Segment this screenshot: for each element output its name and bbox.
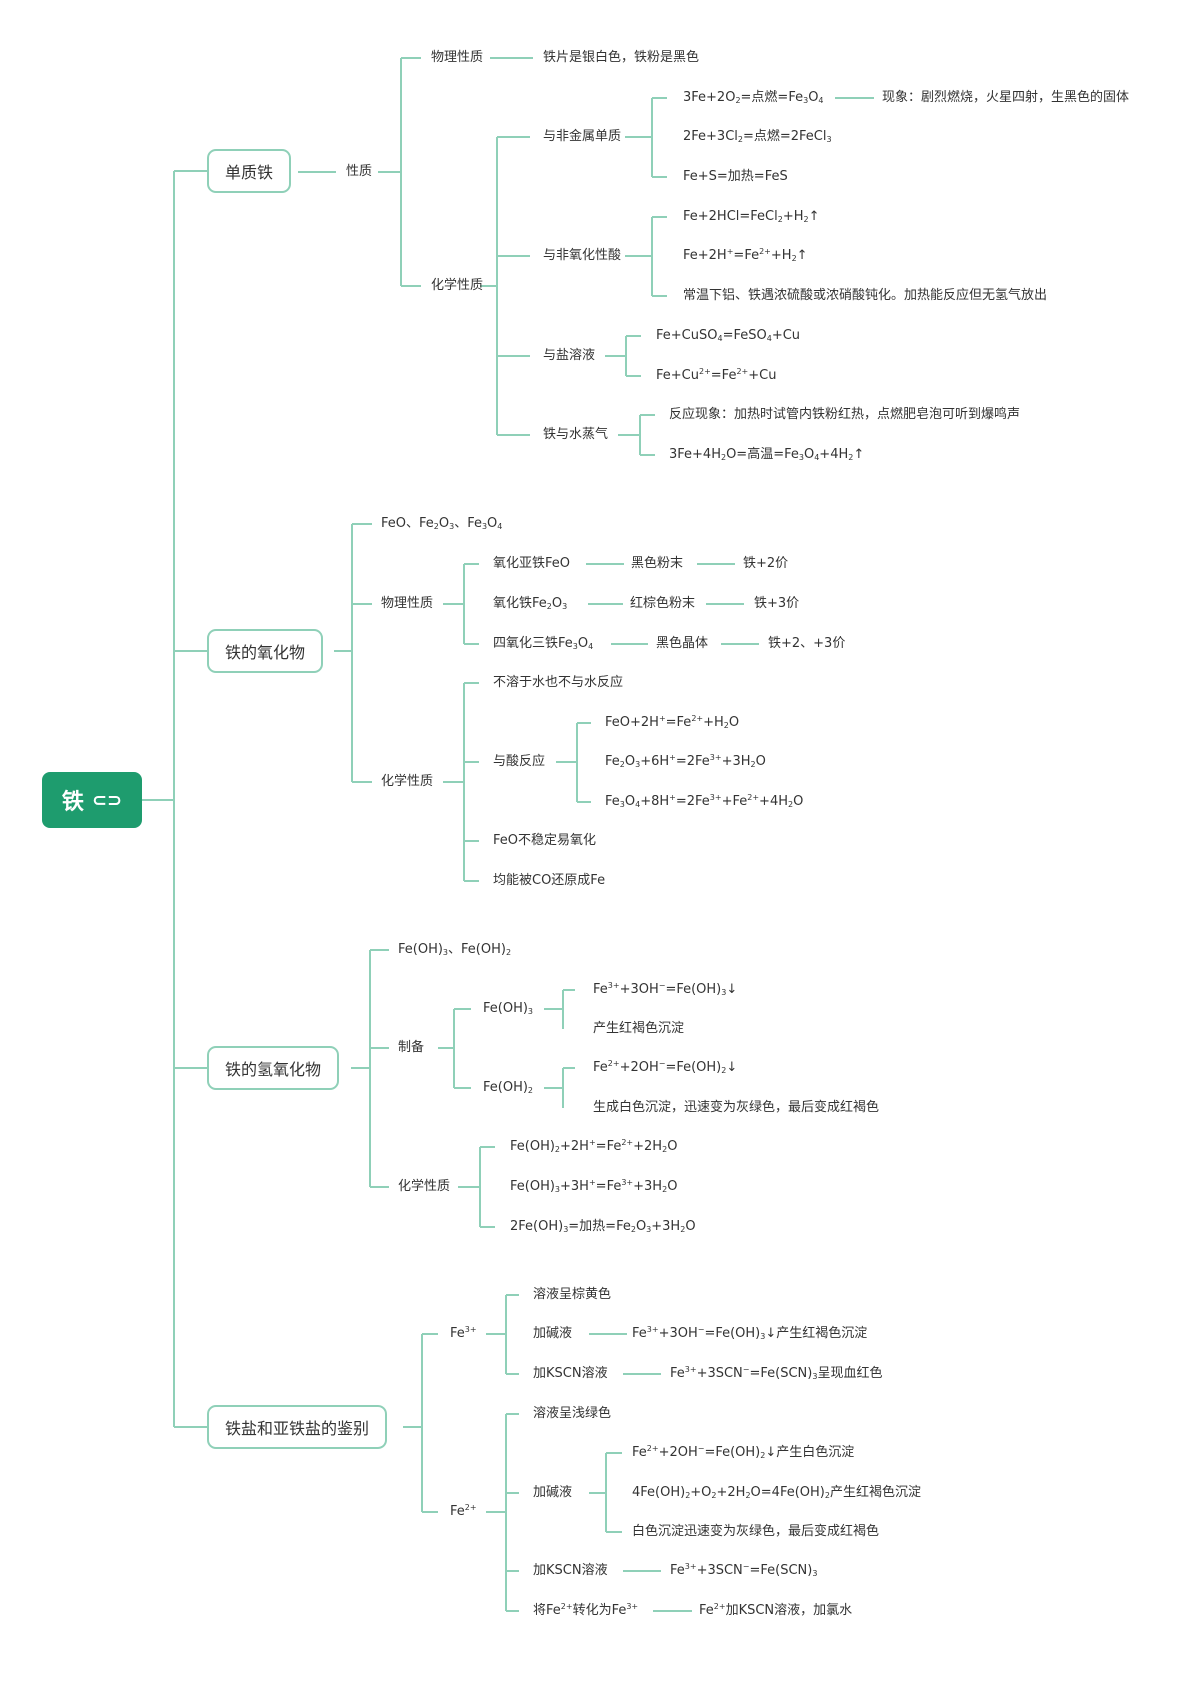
node-hydroxide-list[interactable]: Fe(OH)3、Fe(OH)2 [398, 942, 512, 957]
node-fe2-alkali-result-1[interactable]: Fe2++2OH−=Fe(OH)2↓产生白色沉淀 [632, 1444, 855, 1461]
node-fe-hcl-equation[interactable]: Fe+2HCl=FeCl2+H2↑ [683, 209, 820, 224]
branch-salt-identification[interactable]: 铁盐和亚铁盐的鉴别 [207, 1405, 388, 1449]
node-fe2o3-color[interactable]: 红棕色粉末 [630, 596, 696, 611]
node-oxide-insoluble[interactable]: 不溶于水也不与水反应 [493, 675, 624, 690]
node-fe2-convert-method[interactable]: Fe2+加KSCN溶液，加氯水 [699, 1602, 853, 1619]
node-fe2-alkali-result-2[interactable]: 4Fe(OH)2+O2+2H2O=4Fe(OH)2产生红褐色沉淀 [632, 1485, 921, 1500]
node-feoh3-decompose-equation[interactable]: 2Fe(OH)3=加热=Fe2O3+3H2O [510, 1219, 696, 1234]
node-fe-h-ion-equation[interactable]: Fe+2H+=Fe2++H2↑ [683, 247, 808, 264]
node-fe2-add-alkali[interactable]: 加碱液 [533, 1485, 573, 1500]
node-fe3o4-color[interactable]: 黑色晶体 [656, 636, 709, 651]
node-feoh3-equation[interactable]: Fe3++3OH−=Fe(OH)3↓ [593, 981, 738, 998]
node-feoh2-precipitate[interactable]: 生成白色沉淀，迅速变为灰绿色，最后变成红褐色 [593, 1100, 880, 1115]
node-fe-cl2-equation[interactable]: 2Fe+3Cl2=点燃=2FeCl3 [683, 129, 832, 144]
node-with-salt-solution[interactable]: 与盐溶液 [543, 348, 596, 363]
link-icon[interactable]: ⊂⊃ [91, 789, 123, 811]
node-feoh3[interactable]: Fe(OH)3 [483, 1001, 534, 1016]
node-hydroxide-chemical[interactable]: 化学性质 [398, 1179, 451, 1194]
node-feoh2-equation[interactable]: Fe2++2OH−=Fe(OH)2↓ [593, 1059, 738, 1076]
root-node[interactable]: 铁 ⊂⊃ [42, 772, 142, 828]
node-fe2-kscn-result[interactable]: Fe3++3SCN−=Fe(SCN)3 [670, 1562, 818, 1579]
node-fe2-add-kscn[interactable]: 加KSCN溶液 [533, 1563, 608, 1578]
node-co-reduction[interactable]: 均能被CO还原成Fe [493, 873, 606, 888]
node-feoh2-acid-equation[interactable]: Fe(OH)2+2H+=Fe2++2H2O [510, 1138, 678, 1155]
node-feo-valence[interactable]: 铁+2价 [743, 556, 789, 571]
node-fe2-convert-to-fe3[interactable]: 将Fe2+转化为Fe3+ [533, 1602, 639, 1619]
node-feoh3-precipitate[interactable]: 产生红褐色沉淀 [593, 1021, 685, 1036]
node-preparation[interactable]: 制备 [398, 1040, 425, 1055]
node-fe2-ion[interactable]: Fe2+ [450, 1503, 477, 1520]
node-feoh3-acid-equation[interactable]: Fe(OH)3+3H+=Fe3++3H2O [510, 1178, 678, 1195]
node-steam-equation[interactable]: 3Fe+4H2O=高温=Fe3O4+4H2↑ [669, 447, 865, 462]
node-oxide-with-acid[interactable]: 与酸反应 [493, 754, 546, 769]
node-with-steam[interactable]: 铁与水蒸气 [543, 427, 609, 442]
node-passivation-note[interactable]: 常温下铝、铁遇浓硫酸或浓硝酸钝化。加热能反应但无氢气放出 [683, 288, 1048, 303]
root-label: 铁 [61, 790, 84, 815]
node-steam-phenomenon[interactable]: 反应现象：加热时试管内铁粉红热，点燃肥皂泡可听到爆鸣声 [669, 407, 1021, 422]
branch-iron-oxides[interactable]: 铁的氧化物 [207, 629, 324, 673]
node-feo-name[interactable]: 氧化亚铁FeO [493, 556, 570, 571]
node-fe3-solution-color[interactable]: 溶液呈棕黄色 [533, 1287, 612, 1302]
node-fe3-add-alkali[interactable]: 加碱液 [533, 1326, 573, 1341]
node-fe3o4-acid-equation[interactable]: Fe3O4+8H+=2Fe3++Fe2++4H2O [605, 793, 804, 810]
branch-iron-hydroxides[interactable]: 铁的氢氧化物 [207, 1046, 340, 1090]
node-fe3-kscn-result[interactable]: Fe3++3SCN−=Fe(SCN)3呈现血红色 [670, 1365, 883, 1382]
node-fe3-ion[interactable]: Fe3+ [450, 1325, 477, 1342]
node-feoh2[interactable]: Fe(OH)2 [483, 1080, 534, 1095]
node-fe2-solution-color[interactable]: 溶液呈浅绿色 [533, 1406, 612, 1421]
node-fe2o3-acid-equation[interactable]: Fe2O3+6H+=2Fe3++3H2O [605, 753, 766, 770]
node-fe3o4-valence[interactable]: 铁+2、+3价 [768, 636, 846, 651]
node-physical-properties[interactable]: 物理性质 [431, 50, 484, 65]
node-fe2o3-name[interactable]: 氧化铁Fe2O3 [493, 596, 568, 611]
node-properties[interactable]: 性质 [346, 164, 373, 179]
node-fe3-add-kscn[interactable]: 加KSCN溶液 [533, 1366, 608, 1381]
node-chemical-properties[interactable]: 化学性质 [431, 278, 484, 293]
node-fe-o2-equation[interactable]: 3Fe+2O2=点燃=Fe3O4 [683, 90, 824, 105]
node-fe-cu-ion-equation[interactable]: Fe+Cu2+=Fe2++Cu [656, 367, 777, 384]
node-fe3o4-name[interactable]: 四氧化三铁Fe3O4 [493, 636, 594, 651]
node-combustion-phenomenon[interactable]: 现象：剧烈燃烧，火星四射，生黑色的固体 [882, 90, 1130, 105]
node-physical-desc[interactable]: 铁片是银白色，铁粉是黑色 [543, 50, 700, 65]
node-fe2-alkali-result-3[interactable]: 白色沉淀迅速变为灰绿色，最后变成红褐色 [632, 1524, 880, 1539]
node-fe-cuso4-equation[interactable]: Fe+CuSO4=FeSO4+Cu [656, 328, 801, 343]
node-oxide-physical[interactable]: 物理性质 [381, 596, 434, 611]
node-feo-unstable[interactable]: FeO不稳定易氧化 [493, 833, 596, 848]
node-oxide-list[interactable]: FeO、Fe2O3、Fe3O4 [381, 516, 503, 531]
node-oxide-chemical[interactable]: 化学性质 [381, 774, 434, 789]
node-feo-color[interactable]: 黑色粉末 [631, 556, 684, 571]
node-with-nonoxidizing-acid[interactable]: 与非氧化性酸 [543, 248, 622, 263]
node-fe3-alkali-result[interactable]: Fe3++3OH−=Fe(OH)3↓产生红褐色沉淀 [632, 1325, 868, 1342]
node-fe2o3-valence[interactable]: 铁+3价 [754, 596, 800, 611]
node-feo-acid-equation[interactable]: FeO+2H+=Fe2++H2O [605, 714, 740, 731]
node-with-nonmetal[interactable]: 与非金属单质 [543, 129, 622, 144]
node-fe-s-equation[interactable]: Fe+S=加热=FeS [683, 169, 788, 184]
branch-elemental-iron[interactable]: 单质铁 [207, 149, 292, 193]
